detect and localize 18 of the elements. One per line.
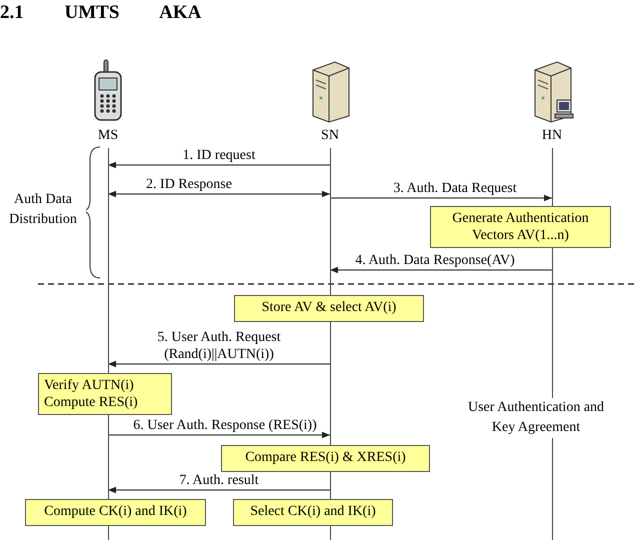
edge-label: 1. ID request [182,147,256,164]
edge-label: 2. ID Response [146,176,232,193]
edge-label: 7. Auth. result [179,472,259,489]
process-box: Store AV & select AV(i) [234,295,424,322]
edge-label: 6. User Auth. Response (RES(i)) [133,417,317,434]
edge-label: 4. Auth. Data Response(AV) [355,252,515,269]
section-heading: 2.1 UMTS AKA [0,2,202,24]
participant-label: MS [96,128,120,144]
process-box: Compare RES(i) & XRES(i) [221,445,430,472]
edge-label: 3. Auth. Data Request [393,180,517,197]
process-box: Generate Authentication Vectors AV(1...n) [430,206,611,248]
process-box: Compute CK(i) and IK(i) [25,499,206,526]
participant-label: HN [540,128,564,144]
process-box: Select CK(i) and IK(i) [233,499,393,526]
participant-label: SN [320,128,340,144]
edge-label: 5. User Auth. Request (Rand(i)||AUTN(i)) [156,329,282,363]
phase-label: User Authentication and Key Agreement [466,398,606,438]
process-box: Verify AUTN(i) Compute RES(i) [38,373,172,415]
